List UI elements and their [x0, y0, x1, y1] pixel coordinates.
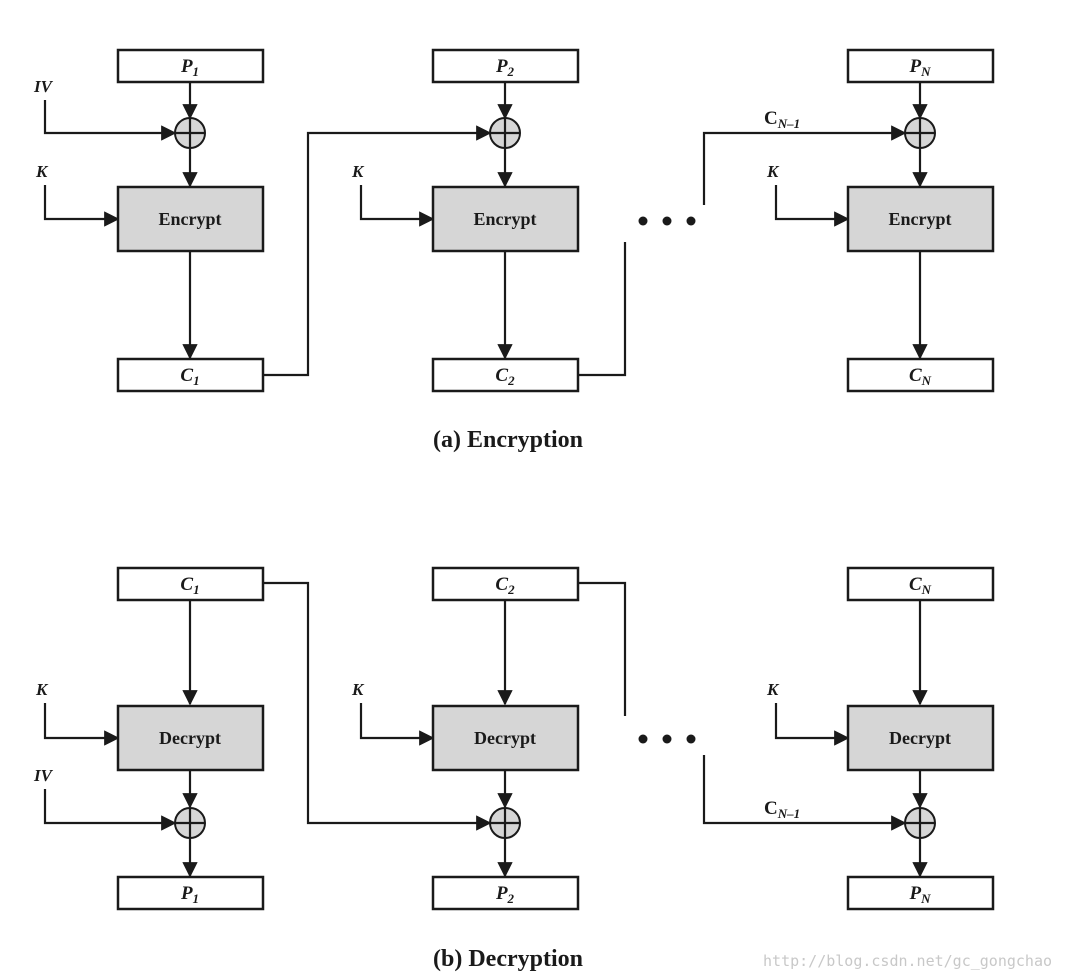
enc-plaintext-n-box [846, 48, 995, 84]
enc-xor-1-icon [174, 117, 206, 149]
enc-stage-n: PN K Encrypt CN [766, 48, 995, 393]
dec-key-2-arrow [359, 703, 435, 746]
dec-key-2-label: K [351, 680, 365, 699]
dec-cipher-2-label: C2 [495, 574, 515, 597]
dec-cipher-1-label: C1 [180, 574, 199, 597]
dec-chain-c1-arrow [263, 581, 492, 831]
enc-encrypt-n-label: Encrypt [889, 209, 952, 229]
dec-cipher-n-box [846, 566, 995, 602]
dec-cipher-n-label: CN [909, 574, 932, 597]
enc-encrypt-2-label: Encrypt [474, 209, 537, 229]
enc-encrypt-2-box [431, 185, 580, 253]
dec-plaintext-1-box [116, 875, 265, 911]
enc-plaintext-2-box [431, 48, 580, 84]
enc-xor-2-icon [489, 117, 521, 149]
enc-stage-1: P1 IV K Encrypt C1 [33, 48, 265, 393]
enc-encrypt-1-label: Encrypt [159, 209, 222, 229]
dec-stage-1: C1 K Decrypt IV P1 [33, 566, 265, 911]
dec-plaintext-n-label: PN [909, 883, 932, 906]
enc-xor-n-icon [904, 117, 936, 149]
enc-chain-c2-line [578, 242, 627, 377]
dec-decrypt-n-label: Decrypt [889, 728, 951, 748]
enc-plaintext-2-label: P2 [495, 56, 515, 79]
dec-key-1-arrow [43, 703, 120, 746]
dec-decrypt-2-box [431, 704, 580, 772]
enc-cipher-n-box [846, 357, 995, 393]
encryption-section: P1 IV K Encrypt C1 P2 [33, 48, 995, 453]
enc-caption: (a) Encryption [433, 427, 583, 453]
enc-cipher-1-box [116, 357, 265, 393]
dec-stage-2: C2 K Decrypt P2 [351, 566, 580, 911]
dec-key-n-label: K [766, 680, 780, 699]
dec-iv-label: IV [33, 766, 54, 785]
dec-stage-n: CN K Decrypt PN [766, 566, 995, 911]
dec-chain-cn1-label: CN–1 [764, 798, 800, 821]
enc-key-n-arrow [774, 185, 850, 227]
enc-cipher-1-label: C1 [180, 365, 199, 388]
dec-plaintext-2-label: P2 [495, 883, 515, 906]
dec-plaintext-2-box [431, 875, 580, 911]
enc-chain-cn1-arrow [702, 125, 907, 205]
enc-key-1-label: K [35, 162, 49, 181]
dec-decrypt-1-label: Decrypt [159, 728, 221, 748]
enc-key-2-arrow [359, 185, 435, 227]
dec-key-n-arrow [774, 703, 850, 746]
dec-xor-1-icon [174, 807, 206, 839]
dec-chain-c2-line [578, 581, 627, 716]
dec-plaintext-n-box [846, 875, 995, 911]
enc-chain-cn1-label: CN–1 [764, 108, 800, 131]
enc-encrypt-n-box [846, 185, 995, 253]
enc-chain-c1-arrow [263, 125, 492, 377]
enc-cipher-2-box [431, 357, 580, 393]
enc-key-n-label: K [766, 162, 780, 181]
dec-iv-arrow [43, 789, 177, 831]
enc-cipher-n-label: CN [909, 365, 932, 388]
decryption-section: C1 K Decrypt IV P1 C2 K [33, 566, 995, 972]
enc-key-2-label: K [351, 162, 365, 181]
dec-key-1-label: K [35, 680, 49, 699]
dec-chain-cn1-arrow [702, 755, 907, 831]
dec-ellipsis [638, 734, 696, 744]
enc-iv-label: IV [33, 77, 54, 96]
enc-iv-arrow [43, 100, 177, 141]
dec-cipher-1-box [116, 566, 265, 602]
enc-ellipsis [638, 216, 696, 226]
dec-plaintext-1-label: P1 [180, 883, 199, 906]
enc-key-1-arrow [43, 185, 120, 227]
enc-plaintext-n-label: PN [909, 56, 932, 79]
dec-xor-2-icon [489, 807, 521, 839]
dec-decrypt-2-label: Decrypt [474, 728, 536, 748]
enc-plaintext-1-label: P1 [180, 56, 199, 79]
dec-xor-n-icon [904, 807, 936, 839]
watermark: http://blog.csdn.net/gc_gongchao [763, 952, 1052, 970]
enc-cipher-2-label: C2 [495, 365, 515, 388]
dec-caption: (b) Decryption [433, 946, 583, 972]
enc-stage-2: P2 K Encrypt C2 [351, 48, 580, 393]
